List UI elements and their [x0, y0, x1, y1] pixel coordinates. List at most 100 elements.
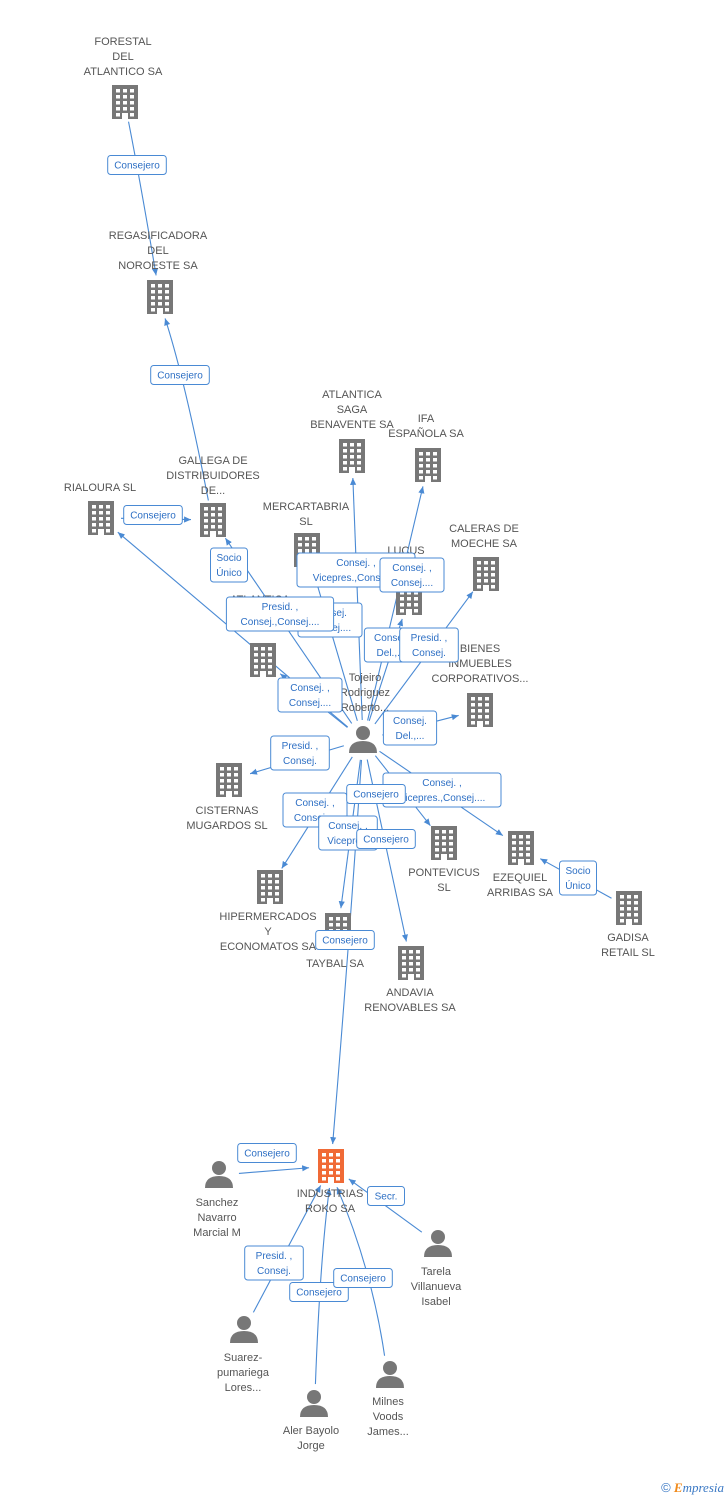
- node-label: MERCARTABRIA: [263, 501, 350, 513]
- node-label: Jorge: [297, 1440, 325, 1452]
- edge-label-text: Consej.: [393, 716, 427, 727]
- node-label: BIENES: [460, 643, 500, 655]
- edge-label-text: Consej.: [257, 1266, 291, 1277]
- edge-label-text: Consejero: [114, 161, 160, 172]
- edge-label-text: Presid. ,: [411, 633, 448, 644]
- edge-label-tarela-to-industrias[interactable]: Secr.: [367, 1186, 405, 1206]
- building-icon: [318, 1149, 344, 1183]
- edge-label-tojeiro-to-rialoura[interactable]: Consej. ,Consej....: [277, 677, 343, 713]
- node-label: Tojeiro: [349, 672, 381, 684]
- node-label: INMUEBLES: [448, 658, 512, 670]
- node-label: REGASIFICADORA: [109, 230, 208, 242]
- edge-label-tojeiro-to-ifa[interactable]: Consej. , Consej....: [379, 557, 445, 593]
- node-label: RENOVABLES SA: [364, 1002, 456, 1014]
- node-label: GALLEGA DE: [178, 455, 247, 467]
- edge-label-milnes-to-industrias[interactable]: Consejero: [333, 1268, 393, 1288]
- edge-label-suarez-to-industrias[interactable]: Presid. , Consej.: [244, 1245, 304, 1281]
- node-bienes[interactable]: BIENESINMUEBLESCORPORATIVOS...: [432, 643, 529, 727]
- edge-label-text: Único: [216, 566, 242, 579]
- edge-label-text: Presid. ,: [282, 741, 319, 752]
- edge-aler-to-industrias: [314, 1187, 332, 1385]
- edge-label-tojeiro-to-atlantica2[interactable]: Presid. ,Consej.,Consej....: [225, 596, 335, 632]
- node-label: PONTEVICUS: [408, 867, 480, 879]
- node-label: HIPERMERCADOS: [219, 911, 316, 923]
- node-label: IFA: [418, 413, 435, 425]
- edge-label-aler-to-industrias[interactable]: Consejero: [289, 1282, 349, 1302]
- node-label: ECONOMATOS SA: [220, 941, 317, 953]
- node-gallega[interactable]: GALLEGA DEDISTRIBUIDORESDE...: [166, 455, 260, 537]
- building-icon: [467, 693, 493, 727]
- edge-label-tojeiro-to-bienes[interactable]: Consej.Del.,...: [382, 710, 438, 746]
- edge-label-text: Secr.: [375, 1192, 398, 1203]
- edge-tojeiro-to-mercartabria: [312, 570, 358, 721]
- node-label: Roberto...: [341, 702, 389, 714]
- edge-label-text: Vicepres.: [327, 836, 369, 847]
- edge-label-tojeiro-to-cisternas[interactable]: Presid. , Consej.: [270, 735, 330, 771]
- edge-label-text: Consej. ,: [295, 798, 334, 809]
- node-label: DEL: [112, 51, 133, 63]
- node-rialoura[interactable]: RIALOURA SL: [64, 482, 136, 535]
- node-label: Tarela: [421, 1266, 452, 1278]
- node-label: Navarro: [197, 1212, 236, 1224]
- node-label: Voods: [373, 1411, 404, 1423]
- building-icon: [398, 946, 424, 980]
- edge-label-sanchez-to-industrias[interactable]: Consejero: [237, 1143, 297, 1163]
- edge-tojeiro-to-atlantica_saga: [350, 477, 363, 721]
- edge-label-tojeiro-to-andavia[interactable]: Consejero: [346, 784, 406, 804]
- edge-label-text: Socio: [565, 866, 590, 877]
- edge-label-text: Presid. ,: [262, 602, 299, 613]
- edge-label-rialoura-to-gallega[interactable]: Consejero: [123, 505, 183, 525]
- edge-label-text: Vicepres.,Consej....: [399, 793, 486, 804]
- building-icon: [339, 439, 365, 473]
- person-icon: [300, 1390, 328, 1417]
- node-label: ROKO SA: [305, 1203, 356, 1215]
- edge-label-text: Vicepres.,Consej....: [313, 573, 400, 584]
- edge-label-text: Consejero: [130, 511, 176, 522]
- node-label: MUGARDOS SL: [186, 820, 267, 832]
- edge-label-tojeiro-to-pontevicus[interactable]: Consejero: [356, 829, 416, 849]
- building-icon: [473, 557, 499, 591]
- edge-label-gallega-to-regasificadora[interactable]: Consejero: [150, 365, 210, 385]
- node-milnes[interactable]: MilnesVoodsJames...: [367, 1361, 409, 1438]
- edge-label-text: Consej.: [283, 756, 317, 767]
- node-label: FORESTAL: [94, 36, 151, 48]
- edge-label-tojeiro-to-industrias[interactable]: Consejero: [315, 930, 375, 950]
- node-ifa[interactable]: IFA ESPAÑOLA SA: [388, 413, 464, 482]
- edge-label-text: Presid. ,: [256, 1251, 293, 1262]
- node-suarez[interactable]: Suarez-pumariegaLores...: [217, 1316, 270, 1394]
- node-label: RIALOURA SL: [64, 482, 136, 494]
- edge-label-text: Consej. ,: [392, 563, 431, 574]
- node-label: ESPAÑOLA SA: [388, 427, 464, 440]
- edge-label-text: Consej. ,: [336, 558, 375, 569]
- edge-label-text: Consejero: [363, 835, 409, 846]
- building-icon: [147, 280, 173, 314]
- edge-label-text: Consej....: [391, 578, 433, 589]
- brand-initial: E: [673, 1480, 683, 1495]
- node-tojeiro[interactable]: TojeiroRodriguezRoberto...: [340, 672, 390, 753]
- copyright-symbol: ©: [661, 1480, 671, 1495]
- edge-tojeiro-to-industrias: [330, 759, 363, 1145]
- edge-label-forestal-to-regasificadora[interactable]: Consejero: [107, 155, 167, 175]
- edge-label-text: Consej....: [294, 813, 336, 824]
- node-label: Isabel: [421, 1296, 450, 1308]
- building-icon: [200, 503, 226, 537]
- copyright-notice[interactable]: © Empresia: [661, 1480, 724, 1496]
- edge-label-tojeiro-to-caleras[interactable]: Presid. ,Consej.: [399, 627, 459, 663]
